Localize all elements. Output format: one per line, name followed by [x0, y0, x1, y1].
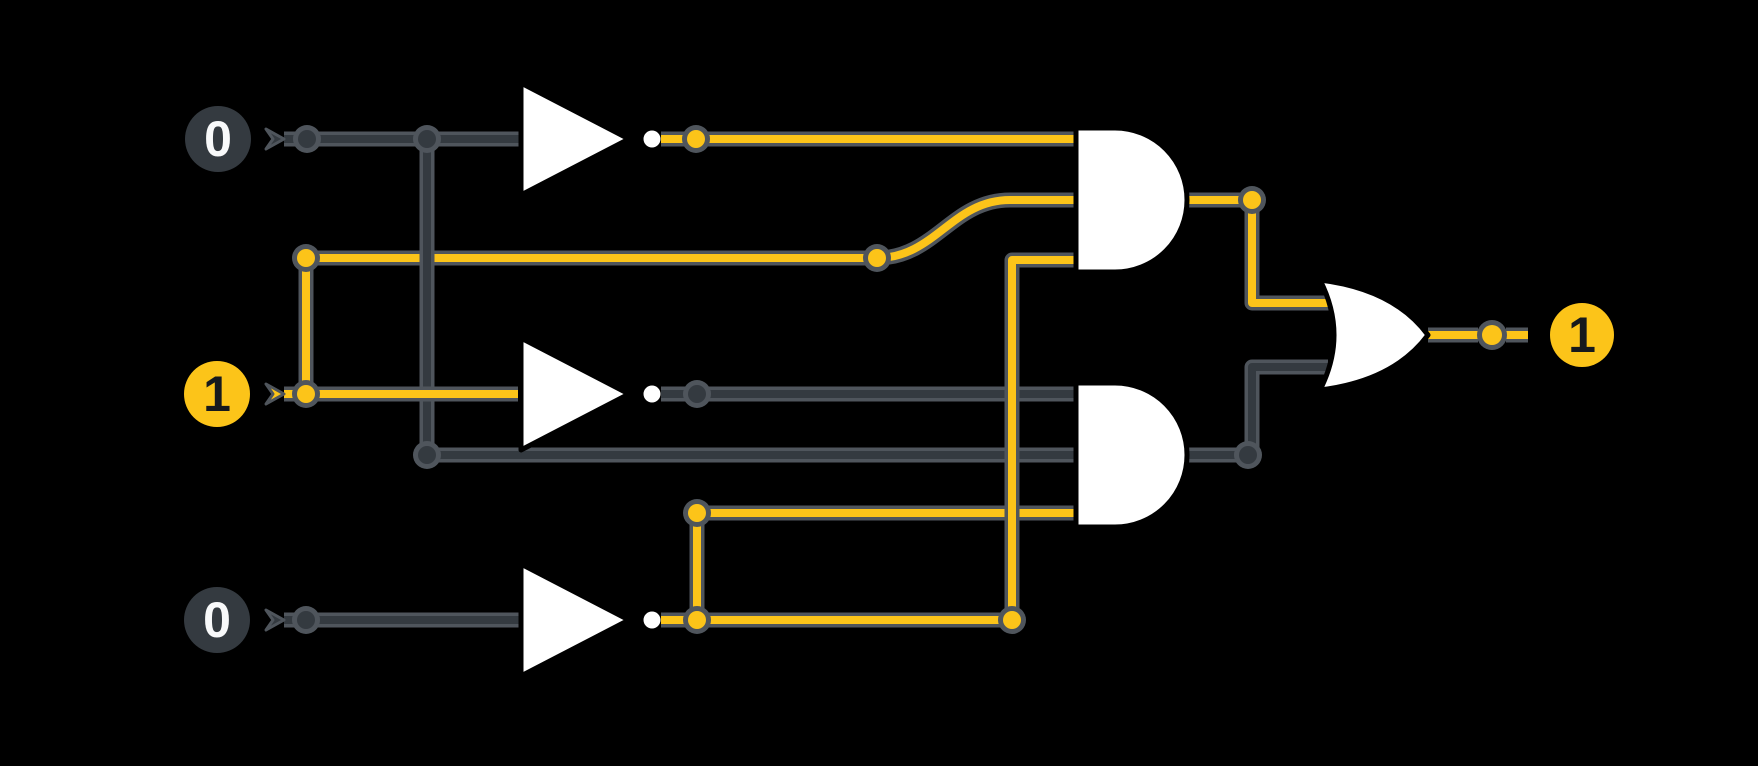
output-circle: [1550, 303, 1614, 367]
junction-dot: [292, 244, 320, 272]
junction-dot: [1477, 320, 1507, 350]
junction-dot: [683, 606, 711, 634]
not-gate-c[interactable]: [518, 561, 661, 679]
wire-andtop-to-or: [1187, 192, 1330, 311]
input-a-value: 0: [204, 111, 232, 167]
junction-dot: [682, 125, 710, 153]
not-gate-a-triangle: [518, 80, 632, 198]
junction-dot: [1234, 441, 1262, 469]
and-gate-top-body: [1073, 125, 1190, 275]
not-gate-c-bubble: [643, 611, 661, 629]
not-gate-b-bubble: [643, 385, 661, 403]
junction-dot: [413, 441, 441, 469]
junction-dot: [683, 380, 711, 408]
input-c-value: 0: [203, 592, 231, 648]
junction-dot: [863, 244, 891, 272]
junction-dot: [683, 499, 711, 527]
input-c-circle[interactable]: [184, 587, 250, 653]
junction-dot: [292, 606, 320, 634]
input-b-chevron-icon: [264, 382, 286, 406]
junction-dot: [1238, 186, 1266, 214]
not-gate-a-bubble: [643, 130, 661, 148]
input-toggle-b[interactable]: 1: [184, 361, 250, 427]
not-gate-b-triangle: [518, 335, 632, 453]
junction-dot: [413, 125, 441, 153]
and-gate-top[interactable]: [1073, 125, 1190, 275]
junction-dots: [292, 125, 1507, 634]
input-a-chevron-icon: [264, 127, 286, 151]
input-toggle-c[interactable]: 0: [184, 587, 250, 653]
junction-dot: [998, 606, 1026, 634]
junction-dot: [293, 125, 321, 153]
output-indicator: 1: [1550, 303, 1614, 367]
or-gate[interactable]: [1317, 277, 1431, 393]
or-gate-body: [1317, 277, 1431, 393]
not-gate-a[interactable]: [518, 80, 661, 198]
junction-dot: [292, 380, 320, 408]
and-gate-bottom-body: [1073, 380, 1190, 530]
input-b-value: 1: [203, 366, 231, 422]
input-c-chevron-icon: [264, 608, 286, 632]
wire-notc-to-andtop: [1004, 252, 1076, 620]
input-toggle-a[interactable]: 0: [185, 106, 251, 172]
output-value: 1: [1568, 307, 1596, 363]
input-a-circle[interactable]: [185, 106, 251, 172]
and-gate-bottom[interactable]: [1073, 380, 1190, 530]
wire-andbottom-to-or: [1187, 359, 1328, 463]
not-gate-b[interactable]: [518, 335, 661, 453]
input-b-circle[interactable]: [184, 361, 250, 427]
not-gate-c-triangle: [518, 561, 632, 679]
